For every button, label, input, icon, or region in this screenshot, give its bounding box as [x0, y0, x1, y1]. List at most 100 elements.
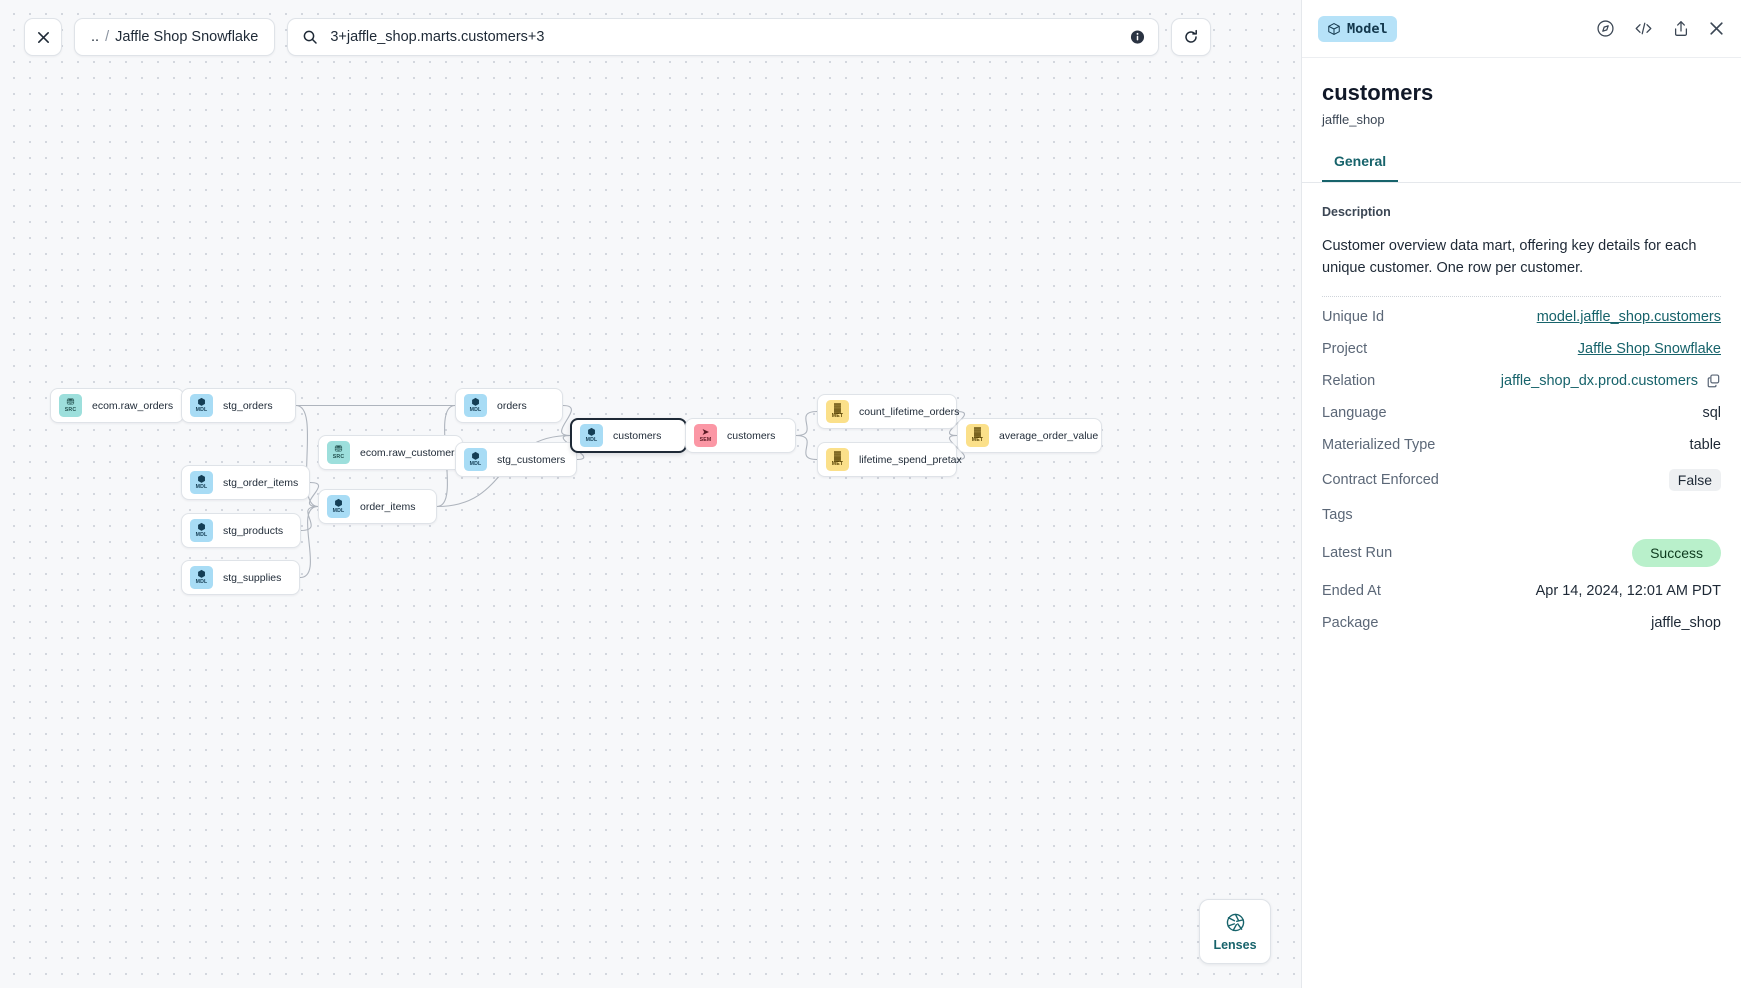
close-icon [37, 31, 49, 43]
graph-node-label: stg_orders [223, 399, 273, 412]
field-row: Contract Enforced False [1322, 461, 1721, 499]
graph-node-label: stg_customers [497, 453, 566, 466]
search-icon [302, 29, 318, 45]
panel-header-actions [1596, 19, 1725, 38]
field-key: Relation [1322, 372, 1376, 389]
field-value-text: jaffle_shop_dx.prod.customers [1500, 372, 1698, 389]
node-type-badge-mdl-icon: ⬢MDL [190, 566, 213, 589]
lenses-label: Lenses [1213, 937, 1257, 952]
panel-body: Description Customer overview data mart,… [1302, 183, 1741, 639]
node-type-chip: Model [1318, 15, 1397, 42]
graph-node-label: customers [613, 429, 662, 442]
node-type-label: Model [1347, 20, 1388, 37]
lenses-button[interactable]: Lenses [1199, 899, 1271, 964]
page-subtitle: jaffle_shop [1322, 112, 1385, 127]
explore-icon[interactable] [1596, 19, 1615, 38]
description-label: Description [1322, 205, 1391, 219]
copy-icon[interactable] [1706, 373, 1721, 388]
field-value: table [1690, 437, 1721, 453]
node-type-badge-mdl-icon: ⬢MDL [464, 394, 487, 417]
graph-node-label: customers [727, 429, 776, 442]
tab-general[interactable]: General [1322, 153, 1399, 182]
status-badge[interactable]: Success [1632, 538, 1721, 567]
node-type-badge-mdl-icon: ⬢MDL [464, 448, 487, 471]
graph-node-stg_products[interactable]: ⬢MDL stg_products [181, 513, 301, 548]
graph-node-lifetime_spend_pretax[interactable]: ▓MET lifetime_spend_pretax [817, 442, 962, 477]
field-value: jaffle_shop [1651, 615, 1721, 631]
code-icon[interactable] [1633, 19, 1654, 38]
field-value-text: jaffle_shop [1651, 614, 1721, 631]
node-type-badge-sem-icon: ➤SEM [694, 424, 717, 447]
lineage-canvas[interactable]: .. / Jaffle Shop Snowflake 3+jaffle_shop… [0, 0, 1301, 988]
node-type-badge-mdl-icon: ⬢MDL [190, 394, 213, 417]
graph-node-label: lifetime_spend_pretax [859, 453, 962, 466]
refresh-button[interactable] [1171, 18, 1212, 56]
close-panel-icon[interactable] [1708, 20, 1725, 37]
field-value: model.jaffle_shop.customers [1537, 309, 1721, 325]
graph-node-label: orders [497, 399, 527, 412]
graph-node-customers_semantic[interactable]: ➤SEM customers [685, 418, 796, 453]
canvas-toolbar: .. / Jaffle Shop Snowflake 3+jaffle_shop… [24, 18, 1212, 56]
aperture-icon [1226, 913, 1244, 931]
breadcrumb[interactable]: .. / Jaffle Shop Snowflake [74, 18, 276, 56]
page-title: customers [1322, 80, 1434, 105]
graph-node-label: ecom.raw_orders [92, 399, 174, 412]
graph-node-stg_orders[interactable]: ⬢MDL stg_orders [181, 388, 296, 423]
field-key: Tags [1322, 506, 1353, 523]
field-row: Package jaffle_shop [1322, 607, 1721, 639]
field-key: Package [1322, 614, 1379, 631]
node-type-badge-mdl-icon: ⬢MDL [190, 471, 213, 494]
divider [1322, 295, 1721, 297]
field-value-link[interactable]: model.jaffle_shop.customers [1536, 308, 1721, 325]
field-value: jaffle_shop_dx.prod.customers [1501, 373, 1721, 389]
field-value: Success [1632, 538, 1721, 567]
panel-title-block: customers jaffle_shop [1302, 58, 1741, 127]
field-value: False [1668, 468, 1721, 491]
field-value-link[interactable]: Jaffle Shop Snowflake [1577, 340, 1721, 357]
field-row: Project Jaffle Shop Snowflake [1322, 333, 1721, 365]
breadcrumb-prefix: .. [91, 29, 100, 45]
breadcrumb-separator: / [105, 29, 110, 45]
status-chip: False [1668, 468, 1721, 491]
refresh-icon [1185, 29, 1198, 43]
field-key: Language [1322, 404, 1387, 421]
breadcrumb-project: Jaffle Shop Snowflake [115, 29, 259, 45]
graph-node-stg_customers[interactable]: ⬢MDL stg_customers [455, 442, 577, 477]
node-type-badge-met-icon: ▓MET [966, 424, 989, 447]
field-row: Tags [1322, 499, 1721, 531]
field-key: Ended At [1322, 582, 1381, 599]
graph-node-label: stg_products [223, 524, 284, 537]
node-type-badge-met-icon: ▓MET [826, 448, 849, 471]
panel-tabs: General [1302, 153, 1741, 183]
node-type-badge-mdl-icon: ⬢MDL [190, 519, 213, 542]
field-key: Unique Id [1322, 308, 1385, 325]
cube-icon [1328, 22, 1340, 35]
field-key: Project [1322, 340, 1368, 357]
graph-node-label: count_lifetime_orders [859, 405, 960, 418]
panel-header: Model [1302, 0, 1741, 58]
field-row: Unique Id model.jaffle_shop.customers [1322, 301, 1721, 333]
info-icon[interactable] [1130, 30, 1145, 45]
search-input[interactable]: 3+jaffle_shop.marts.customers+3 [287, 18, 1160, 56]
close-lineage-button[interactable] [24, 18, 62, 56]
graph-node-label: order_items [360, 500, 416, 513]
graph-node-label: stg_supplies [223, 571, 282, 584]
field-key: Contract Enforced [1322, 471, 1439, 488]
graph-node-orders[interactable]: ⬢MDL orders [455, 388, 563, 423]
share-icon[interactable] [1672, 19, 1690, 38]
graph-node-stg_supplies[interactable]: ⬢MDL stg_supplies [181, 560, 300, 595]
